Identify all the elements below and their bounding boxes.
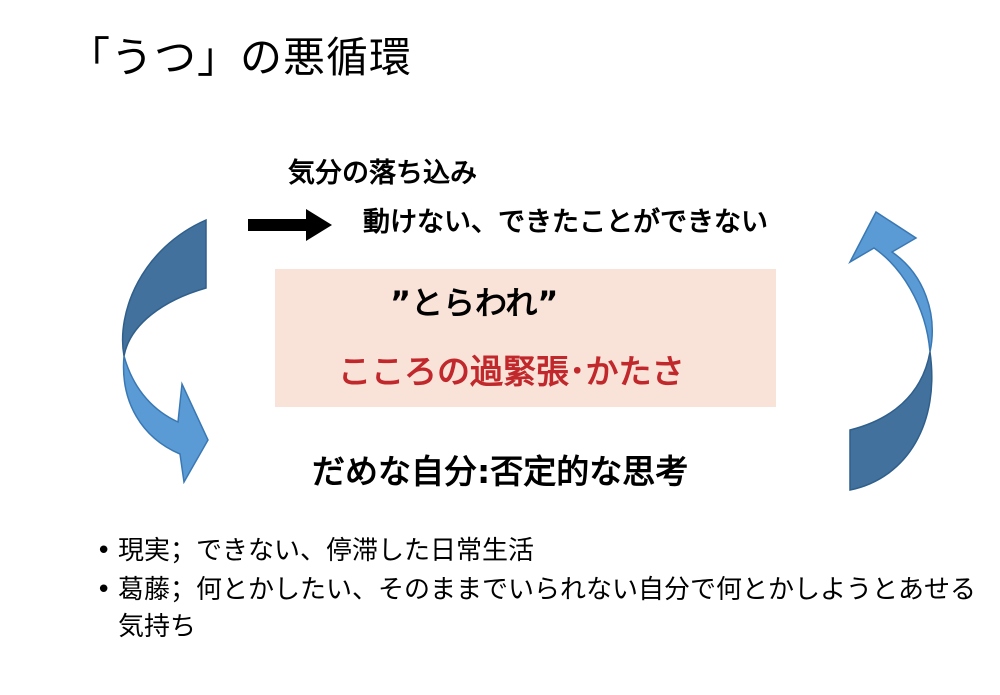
cannot-act-text: 動けない、できたことができない [363, 207, 768, 238]
curved-arrow-down-icon [121, 218, 209, 484]
right-arrow-icon [248, 209, 332, 241]
bullet-marker: • [96, 575, 112, 605]
bullet-item-conflict: • 葛藤；何とかしたい、そのままでいられない自分で何とかしようとあせる気持ち [96, 572, 978, 646]
curved-arrow-up-icon [848, 210, 933, 491]
bullet-item-reality: • 現実；できない、停滞した日常生活 [96, 533, 978, 570]
tension-text: こころの過緊張･かたさ [338, 352, 685, 391]
center-highlight-box [275, 269, 776, 407]
bullet-text: 現実；できない、停滞した日常生活 [118, 536, 535, 566]
negative-self-text: だめな自分:否定的な思考 [312, 452, 689, 491]
bullet-marker: • [96, 536, 112, 566]
torawa-text: ”とらわれ” [390, 284, 559, 322]
bullet-list: • 現実；できない、停滞した日常生活 • 葛藤；何とかしたい、そのままでいられな… [96, 533, 978, 648]
slide-title: 「うつ」の悪循環 [68, 33, 413, 82]
mood-drop-text: 気分の落ち込み [288, 158, 477, 189]
bullet-text: 葛藤；何とかしたい、そのままでいられない自分で何とかしようとあせる気持ち [118, 575, 977, 642]
